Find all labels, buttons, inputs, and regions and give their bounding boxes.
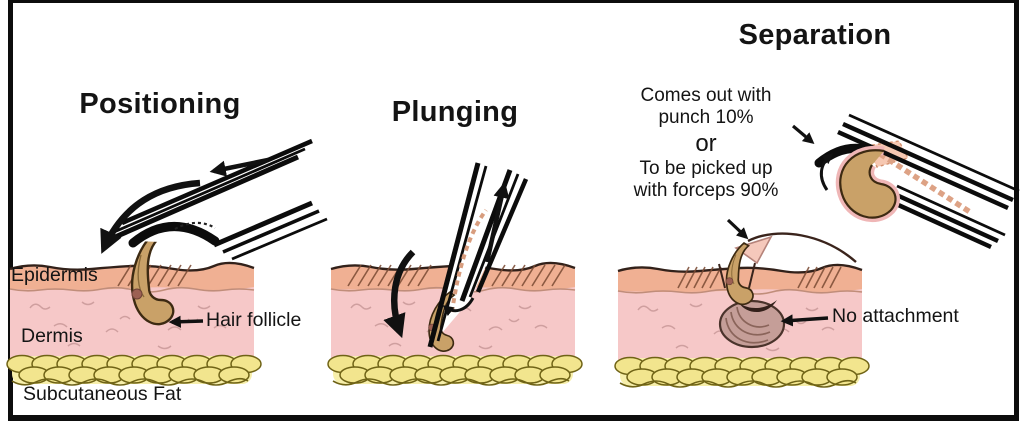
tissue-flap	[734, 235, 773, 265]
punch-tip-wing	[128, 222, 220, 248]
outcome-forceps-line1: To be picked up	[639, 158, 773, 179]
no-attachment-gap	[739, 300, 777, 313]
follicle-on-punch-graphic	[814, 113, 1020, 250]
punch-tool	[837, 113, 1020, 250]
hair-shaft	[747, 232, 857, 263]
figure-border-frame	[8, 0, 1019, 421]
epidermis-hatching-plunging	[347, 264, 566, 287]
outcome-forceps-line2: with forceps 90%	[633, 180, 779, 201]
label-hair-follicle: Hair follicle	[206, 309, 302, 331]
panel-title-positioning: Positioning	[79, 88, 241, 120]
label-dermis: Dermis	[21, 325, 83, 347]
panel-separation-illustration	[718, 113, 1020, 349]
epidermis-hatching-separation	[677, 266, 842, 289]
rotate-down-arrow	[100, 179, 201, 254]
dashed-follicle-in-punch	[878, 151, 972, 215]
hair-follicle-label-arrow	[168, 315, 204, 328]
label-no-attachment: No attachment	[832, 305, 959, 327]
label-subcutaneous-fat: Subcutaneous Fat	[23, 383, 182, 405]
wound-opening-edges	[718, 262, 756, 289]
plunge-down-arrow	[383, 249, 416, 339]
separation-outcomes-note: Comes out with punch 10% or To be picked…	[618, 85, 794, 202]
forceps-option-pointer-arrow	[726, 218, 749, 240]
follicle-curl-arrow	[442, 297, 475, 317]
panel-plunging-illustration	[383, 162, 529, 355]
no-attachment-label-arrow	[780, 314, 829, 327]
curl-out-arrow	[819, 153, 834, 191]
panel-positioning-illustration	[100, 138, 328, 328]
curled-graft	[839, 149, 897, 219]
up-motion-arrow	[484, 181, 510, 263]
outcome-or: or	[695, 130, 717, 157]
label-epidermis: Epidermis	[11, 264, 98, 286]
punch-option-pointer-arrow	[791, 124, 815, 145]
panel-title-plunging: Plunging	[391, 96, 519, 128]
dashed-hair-in-punch	[174, 221, 216, 230]
outcome-punch-line2: punch 10%	[658, 107, 754, 128]
punch-tool	[104, 138, 328, 261]
wound-ball-shading	[725, 306, 771, 344]
outcome-punch-line1: Comes out with	[640, 85, 772, 106]
slide-direction-arrow	[209, 157, 269, 177]
panel-title-separation: Separation	[738, 19, 892, 51]
dashed-hair-in-punch	[450, 208, 488, 313]
